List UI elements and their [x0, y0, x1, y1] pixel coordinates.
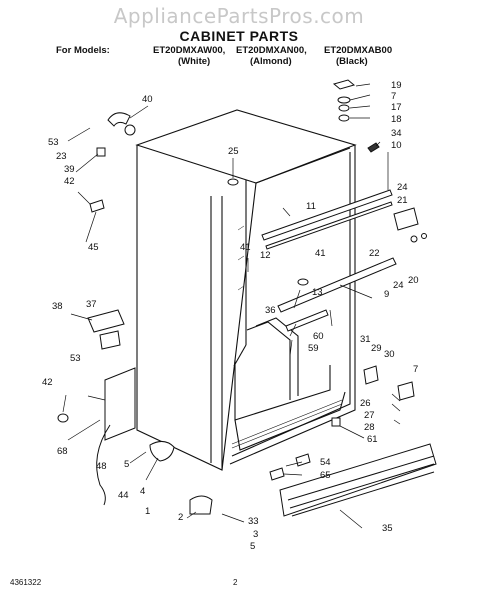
- callout-5: 5: [124, 459, 129, 470]
- callout-30: 30: [384, 349, 395, 360]
- cabinet-body: [135, 109, 357, 471]
- callout-20: 20: [408, 275, 419, 286]
- callout-7: 7: [391, 91, 396, 102]
- model-number-black: ET20DMXAB00: [324, 45, 393, 56]
- callout-18: 18: [391, 114, 402, 125]
- callout-24: 24: [397, 182, 408, 193]
- callout-1: 1: [145, 506, 150, 517]
- callout-33: 33: [248, 516, 259, 527]
- callout-29: 29: [371, 343, 382, 354]
- callout-17: 17: [391, 102, 402, 113]
- callout-25: 25: [228, 146, 239, 157]
- callout-2: 2: [178, 512, 183, 523]
- page-title: CABINET PARTS: [179, 28, 299, 44]
- model-number-white: ET20DMXAW00,: [153, 45, 226, 56]
- models-label: For Models:: [56, 45, 110, 56]
- callout-23: 23: [56, 151, 67, 162]
- callout-37: 37: [86, 299, 97, 310]
- parts: [57, 79, 437, 517]
- watermark: AppliancePartsPros.com: [113, 4, 365, 28]
- callout-61: 61: [367, 434, 378, 445]
- page-number: 2: [233, 578, 238, 587]
- color-black: (Black): [336, 56, 368, 67]
- callout-13: 13: [312, 287, 323, 298]
- callout-40: 40: [142, 94, 153, 105]
- callout-44: 44: [118, 490, 129, 501]
- callout-39: 39: [64, 164, 75, 175]
- callout-68: 68: [57, 446, 68, 457]
- drawing-number: 4361322: [10, 578, 42, 587]
- callout-4: 4: [140, 486, 145, 497]
- callout-38: 38: [52, 301, 63, 312]
- callout-9: 9: [384, 289, 389, 300]
- callout-24: 24: [393, 280, 404, 291]
- callout-28: 28: [364, 422, 375, 433]
- callout-34: 34: [391, 128, 402, 139]
- callout-41: 41: [315, 248, 326, 259]
- callout-65: 65: [320, 470, 331, 481]
- color-white: (White): [178, 56, 211, 67]
- model-number-almond: ET20DMXAN00,: [236, 45, 307, 56]
- callout-53: 53: [48, 137, 59, 148]
- callout-labels: 1971718341040532339424525112421221241412…: [42, 80, 419, 552]
- callout-5: 5: [250, 541, 255, 552]
- callout-35: 35: [382, 523, 393, 534]
- callout-41: 41: [240, 242, 251, 253]
- callout-11: 11: [306, 201, 316, 212]
- callout-26: 26: [360, 398, 371, 409]
- callout-60: 60: [313, 331, 324, 342]
- leader-lines: [62, 83, 401, 529]
- callout-48: 48: [96, 461, 107, 472]
- callout-45: 45: [88, 242, 99, 253]
- callout-10: 10: [391, 140, 402, 151]
- callout-42: 42: [42, 377, 53, 388]
- callout-3: 3: [253, 529, 258, 540]
- callout-27: 27: [364, 410, 375, 421]
- callout-12: 12: [260, 250, 271, 261]
- callout-54: 54: [320, 457, 331, 468]
- callout-36: 36: [265, 305, 276, 316]
- callout-19: 19: [391, 80, 402, 91]
- callout-59: 59: [308, 343, 319, 354]
- callout-22: 22: [369, 248, 380, 259]
- callout-7: 7: [413, 364, 418, 375]
- callout-53: 53: [70, 353, 81, 364]
- callout-21: 21: [397, 195, 408, 206]
- callout-31: 31: [360, 334, 371, 345]
- color-almond: (Almond): [250, 56, 292, 67]
- callout-42: 42: [64, 176, 75, 187]
